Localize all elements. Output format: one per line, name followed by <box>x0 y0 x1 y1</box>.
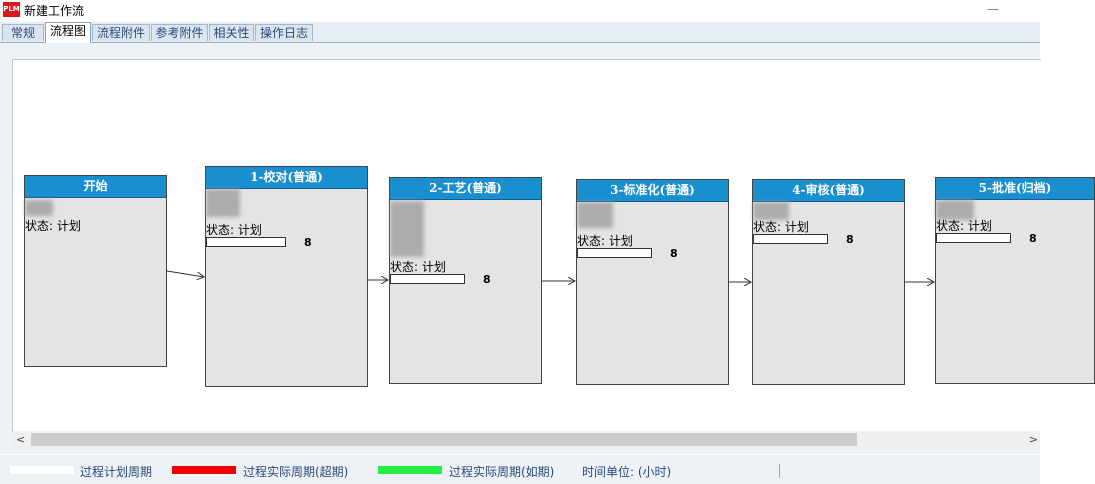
flow-node-process[interactable]: 2-工艺(普通) 状态: 计划 8 <box>389 177 542 384</box>
flowchart-canvas: 开始 状态: 计划 1-校对(普通) 状态: 计划 8 2-工艺(普通) 状态:… <box>12 59 1095 432</box>
flow-node-proofread[interactable]: 1-校对(普通) 状态: 计划 8 <box>205 166 368 387</box>
redacted-assignee <box>25 200 53 216</box>
scroll-right-icon[interactable]: > <box>1028 433 1038 446</box>
flow-node-title: 1-校对(普通) <box>206 167 367 189</box>
planned-period-bar <box>936 233 1011 243</box>
title-bar: PLM 新建工作流 — <box>0 0 1040 20</box>
legend-swatch-planned <box>10 466 74 474</box>
tab-process-attachments[interactable]: 流程附件 <box>92 24 150 41</box>
minimize-button[interactable]: — <box>987 2 999 16</box>
planned-period-bar <box>390 274 465 284</box>
horizontal-scrollbar[interactable]: < > <box>13 431 1040 448</box>
redacted-assignee <box>753 202 789 220</box>
flow-node-standardize[interactable]: 3-标准化(普通) 状态: 计划 8 <box>576 179 729 385</box>
planned-period-bar <box>753 234 828 244</box>
flow-node-status: 状态: 计划 <box>936 219 992 233</box>
legend-label-ontime: 过程实际周期(如期) <box>449 465 555 479</box>
legend-swatch-ontime <box>378 466 442 474</box>
tab-relations[interactable]: 相关性 <box>209 24 254 41</box>
flowchart-frame: 开始 状态: 计划 1-校对(普通) 状态: 计划 8 2-工艺(普通) 状态:… <box>0 43 1095 454</box>
redacted-assignee <box>206 189 240 217</box>
planned-period-bar <box>206 237 286 247</box>
flow-connectors <box>166 270 1041 432</box>
tab-strip: 常规 流程图 流程附件 参考附件 相关性 操作日志 <box>0 22 1040 43</box>
flow-node-status: 状态: 计划 <box>753 220 809 234</box>
redacted-assignee <box>577 202 613 228</box>
legend-label-overdue: 过程实际周期(超期) <box>243 465 349 479</box>
planned-duration: 8 <box>304 236 312 249</box>
flow-node-status: 状态: 计划 <box>577 234 633 248</box>
planned-duration: 8 <box>670 247 678 260</box>
redacted-assignee <box>390 201 424 257</box>
plm-logo-icon: PLM <box>3 2 20 17</box>
planned-duration: 8 <box>483 273 491 286</box>
planned-duration: 8 <box>846 233 854 246</box>
connector-arrow <box>166 270 204 277</box>
time-unit-label: 时间单位: (小时) <box>582 465 672 479</box>
legend-label-planned: 过程计划周期 <box>80 465 153 479</box>
scrollbar-thumb[interactable] <box>31 433 857 446</box>
tab-operation-log[interactable]: 操作日志 <box>255 24 313 41</box>
flow-node-approve[interactable]: 5-批准(归档) 状态: 计划 8 <box>935 177 1095 384</box>
tab-general[interactable]: 常规 <box>2 24 44 41</box>
planned-duration: 8 <box>1029 232 1037 245</box>
flow-node-status: 状态: 计划 <box>206 223 262 237</box>
legend-swatch-overdue <box>172 466 236 474</box>
legend-bar: 过程计划周期 过程实际周期(超期) 过程实际周期(如期) 时间单位: (小时) <box>0 455 1040 484</box>
flow-node-title: 4-审核(普通) <box>753 180 904 202</box>
flow-node-review[interactable]: 4-审核(普通) 状态: 计划 8 <box>752 179 905 385</box>
window-title: 新建工作流 <box>24 4 85 18</box>
flow-node-title: 3-标准化(普通) <box>577 180 728 202</box>
tab-reference-attachments[interactable]: 参考附件 <box>151 24 208 41</box>
flow-node-title: 5-批准(归档) <box>936 178 1094 200</box>
redacted-assignee <box>936 200 974 220</box>
planned-period-bar <box>577 248 652 258</box>
flow-node-title: 2-工艺(普通) <box>390 178 541 200</box>
scroll-left-icon[interactable]: < <box>16 433 26 446</box>
flow-node-status: 状态: 计划 <box>390 260 446 274</box>
flow-node-start[interactable]: 开始 状态: 计划 <box>24 175 167 367</box>
legend-separator <box>779 464 780 478</box>
tab-flowchart[interactable]: 流程图 <box>45 22 91 43</box>
flow-node-title: 开始 <box>25 176 166 198</box>
flow-node-status: 状态: 计划 <box>25 219 81 233</box>
